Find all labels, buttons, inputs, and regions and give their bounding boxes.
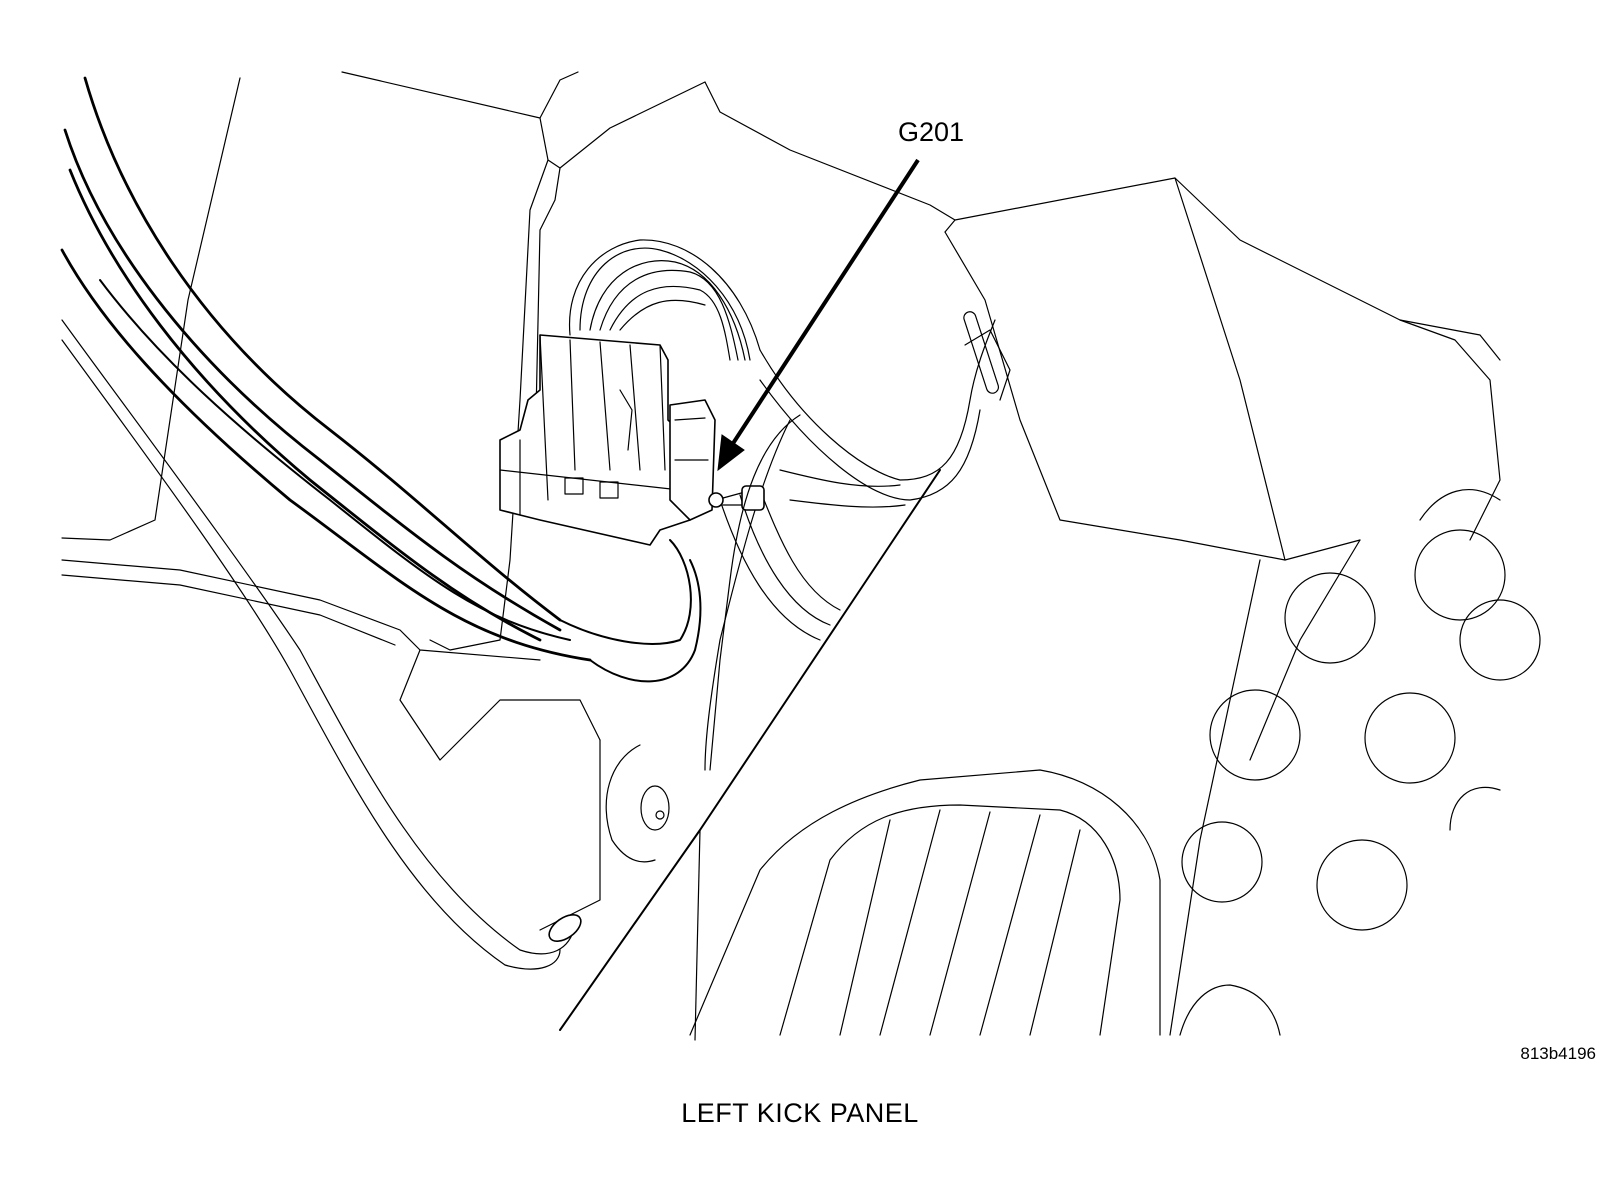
harness-loop xyxy=(559,539,692,645)
floor-dimple-edge-2 xyxy=(1449,786,1501,831)
harness-loop-outer xyxy=(589,559,702,683)
bundle-wire-e xyxy=(568,239,761,351)
connector-lock-tab xyxy=(619,389,633,451)
harness-retainer xyxy=(963,311,1000,394)
floor-dimple-5 xyxy=(1364,692,1456,784)
dash-crease xyxy=(1174,177,1286,561)
terminal-cavity-2 xyxy=(599,481,619,499)
bundle-wire-d xyxy=(609,285,731,361)
harness-wire-1 xyxy=(83,76,562,622)
connector-rib-1 xyxy=(539,334,549,501)
pedal-pad xyxy=(779,804,1121,1036)
connector-assembly xyxy=(499,334,765,546)
trim-panel-lower xyxy=(694,829,701,1041)
ground-callout-label: G201 xyxy=(898,117,965,147)
connector-body xyxy=(499,334,691,546)
floor-dimple-edge xyxy=(1419,489,1501,521)
stud-boss xyxy=(605,744,656,863)
dash-right-edge xyxy=(954,177,1501,361)
pedal-pad-ribs xyxy=(839,809,1081,1036)
upper-trim-edge xyxy=(341,71,706,169)
kick-panel-bottom xyxy=(539,739,601,931)
figure-reference-id: 813b4196 xyxy=(1520,1044,1596,1063)
lower-run-wire-2 xyxy=(739,494,831,626)
g201-leader xyxy=(717,158,920,472)
a-pillar-edge xyxy=(61,77,241,541)
harness-run-right-2 xyxy=(759,379,981,501)
floor-dimple-4 xyxy=(1209,689,1301,781)
connector-rib-2 xyxy=(569,339,576,471)
floor-and-pedal-area xyxy=(559,414,1541,1041)
body-ground-wire-2 xyxy=(61,339,561,970)
kick-panel-left-edge xyxy=(429,159,549,651)
sill-upper-line xyxy=(61,559,541,661)
harness-run-right xyxy=(759,319,996,481)
ground-terminal-crimp xyxy=(741,485,765,511)
mounting-stud xyxy=(605,744,670,863)
connector-rib-5 xyxy=(659,344,666,471)
pedal-surround xyxy=(689,769,1161,1036)
tape-wrap-2 xyxy=(789,499,906,508)
connector-shelf xyxy=(499,469,681,491)
bundle-wire-f xyxy=(619,299,706,331)
floor-dimple-1 xyxy=(1414,529,1506,621)
harness-wire-4 xyxy=(60,248,592,662)
sill-lower-line xyxy=(61,574,396,646)
housing-ribs xyxy=(674,417,709,461)
floor-dimple-6 xyxy=(1181,821,1263,903)
kick-panel-lower xyxy=(399,649,601,761)
bundle-wire-c xyxy=(599,269,739,361)
trim-edge-wire xyxy=(704,419,791,771)
floor-dimple-8 xyxy=(1179,984,1281,1036)
tape-wrap-1 xyxy=(779,469,901,487)
lower-run-wire-3 xyxy=(759,489,841,611)
harness-wire-2 xyxy=(63,128,562,632)
leader-arrowhead xyxy=(717,434,745,472)
upper-body-panels xyxy=(61,71,1501,931)
floor-dimple-3 xyxy=(1459,599,1541,681)
figure-caption: LEFT KICK PANEL xyxy=(681,1098,919,1128)
terminal-cavity-1 xyxy=(564,477,584,495)
floor-dimple-2 xyxy=(1284,572,1376,664)
kick-panel-inner-edge xyxy=(534,167,561,461)
floor-panel-curve xyxy=(1249,539,1361,761)
floor-dimple-7 xyxy=(1316,839,1408,931)
main-harness xyxy=(60,76,702,970)
dash-lower-right xyxy=(1399,319,1501,541)
harness-clip xyxy=(964,329,1011,401)
trim-panel-edge xyxy=(559,469,941,1031)
stud-hole xyxy=(640,785,670,831)
ground-eyelet xyxy=(708,492,724,508)
harness-wire-5 xyxy=(99,279,571,641)
floor-panel-edge xyxy=(1169,559,1261,1036)
wire-clip xyxy=(548,914,582,942)
upper-wire-bundle xyxy=(568,239,1011,771)
stud-center xyxy=(655,810,665,820)
connector-rib-4 xyxy=(629,344,641,471)
bundle-wire-b xyxy=(589,260,746,361)
dash-upper-edge xyxy=(704,81,956,233)
harness-wire-3 xyxy=(68,168,542,642)
bundle-wire-a xyxy=(579,247,751,361)
lower-run-wire-1 xyxy=(719,499,821,641)
steering-column-cover xyxy=(944,231,1361,561)
connector-rib-3 xyxy=(599,341,611,471)
trim-panel-inner xyxy=(709,414,801,771)
upper-trim-notch xyxy=(539,71,579,119)
leader-line xyxy=(728,158,920,450)
body-ground-wire xyxy=(61,319,576,955)
